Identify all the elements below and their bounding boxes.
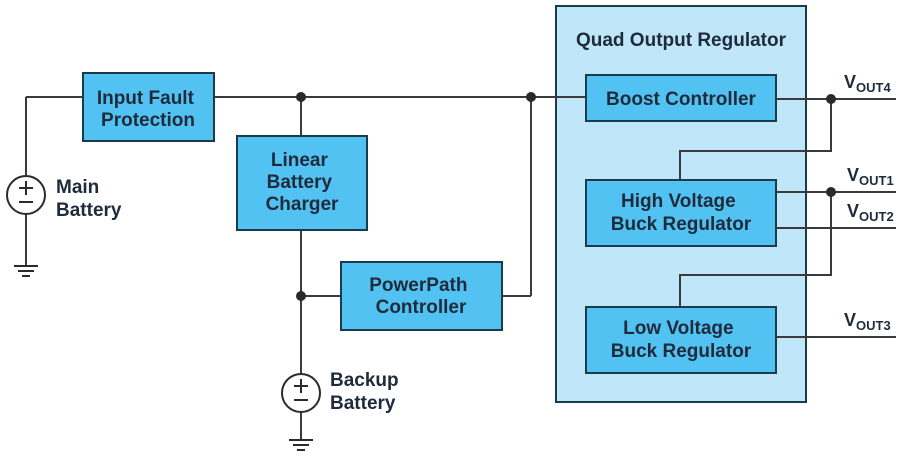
vout4-label: VOUT4 (844, 72, 891, 95)
junction-powerpath (526, 92, 536, 102)
high-voltage-buck-regulator-label: High Voltage Buck Regulator (611, 191, 752, 235)
low-voltage-buck-regulator-label: Low Voltage Buck Regulator (611, 318, 752, 362)
junction-backup (296, 291, 306, 301)
powerpath-controller-label: PowerPath Controller (369, 275, 472, 318)
wire-vout1-to-lv-buck (679, 192, 832, 307)
regulator-panel-title: Quad Output Regulator (576, 30, 787, 51)
input-fault-protection-label: Input Fault Protection (97, 88, 199, 131)
backup-battery-icon (281, 373, 321, 413)
junction-charger (296, 92, 306, 102)
wire-vout4-to-hv-buck (679, 99, 832, 180)
vout2-label: VOUT2 (847, 201, 894, 224)
linear-battery-charger-block (236, 135, 368, 231)
backup-battery-label: Backup Battery (330, 370, 404, 414)
main-battery-label: Main Battery (56, 177, 122, 221)
main-battery-icon (6, 175, 46, 215)
vout1-label: VOUT1 (847, 165, 894, 188)
ground-icon (289, 439, 313, 451)
boost-controller-label: Boost Controller (606, 89, 756, 110)
powerpath-controller-block (340, 261, 503, 331)
ground-icon (14, 265, 38, 277)
low-voltage-buck-regulator-block (585, 306, 777, 374)
junction-vout4 (826, 94, 836, 104)
vout3-label: VOUT3 (844, 310, 891, 333)
boost-controller-block (585, 74, 777, 122)
high-voltage-buck-regulator-block (585, 179, 777, 247)
input-fault-protection-block (82, 72, 215, 142)
linear-battery-charger-label: Linear Battery Charger (266, 150, 339, 215)
junction-vout1 (826, 187, 836, 197)
